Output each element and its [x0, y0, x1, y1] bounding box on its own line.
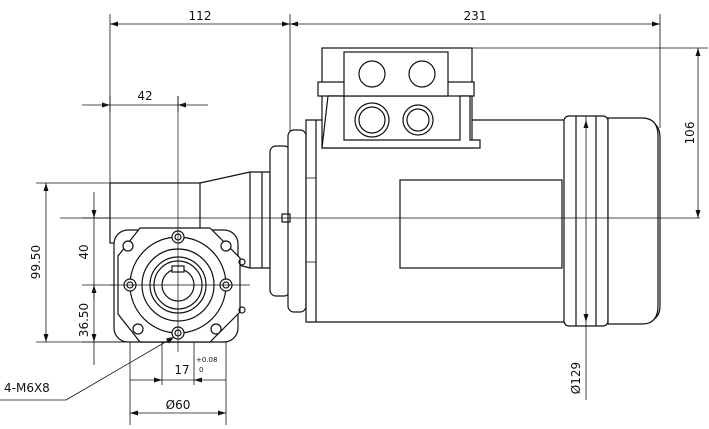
terminal-box [317, 47, 481, 149]
motor-body [305, 115, 661, 327]
dimension-231: 231 [290, 9, 661, 128]
dim-112-label: 112 [189, 9, 212, 23]
dimension-dia-60: Ø60 [129, 342, 227, 425]
thread-note-label: 4-M6X8 [4, 381, 50, 395]
gearbox-housing [109, 171, 271, 343]
dim-dia-129-label: Ø129 [569, 362, 583, 394]
dim-17-tolerance-lower: 0 [199, 366, 203, 374]
dimension-17: 17 +0.08 0 [130, 342, 226, 385]
dim-42-label: 42 [137, 89, 152, 103]
center-lines [60, 96, 700, 352]
dim-17-label: 17 [174, 363, 189, 377]
thread-callout: 4-M6X8 [0, 336, 175, 401]
dimension-dia-129: Ø129 [569, 116, 589, 400]
dimension-106: 106 [470, 47, 708, 218]
dim-99-50-label: 99.50 [29, 245, 43, 279]
dim-231-label: 231 [464, 9, 487, 23]
dim-40-label: 40 [77, 244, 91, 259]
motor-adapter [269, 129, 307, 313]
dim-36-50-label: 36.50 [77, 303, 91, 337]
dim-106-label: 106 [683, 122, 697, 145]
dimension-42: 42 [82, 89, 208, 112]
dim-dia-60-label: Ø60 [166, 398, 191, 412]
dimension-36-50: 36.50 [77, 285, 130, 365]
dim-17-tolerance-upper: +0.08 [196, 356, 217, 364]
